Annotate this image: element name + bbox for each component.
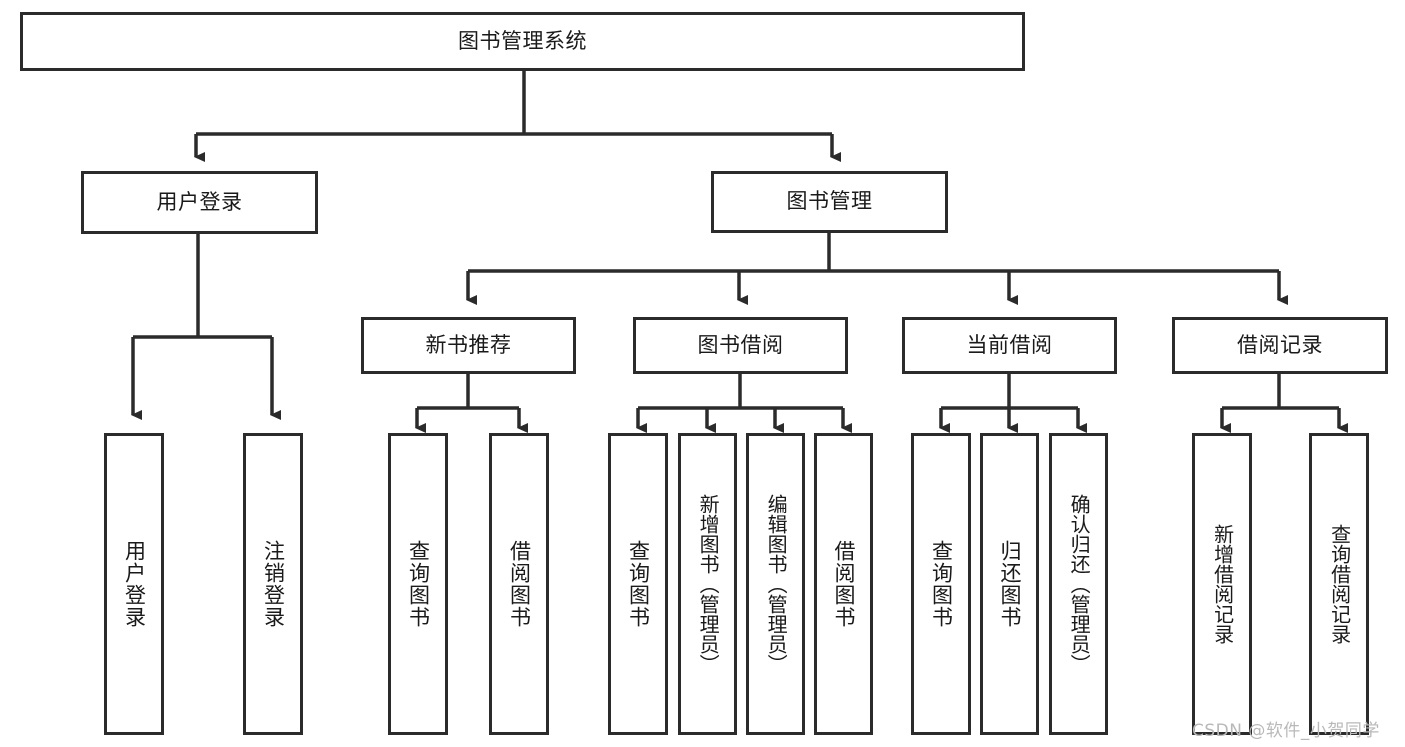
node-leaf-borrow-book-1[interactable]: 借阅图书 (489, 433, 549, 735)
node-leaf-confirm-return-label: 确认归还（管理员） (1067, 494, 1092, 674)
node-leaf-add-record[interactable]: 新增借阅记录 (1192, 433, 1252, 735)
node-leaf-user-logout-label: 注销登录 (261, 540, 286, 628)
node-current-borrow-label: 当前借阅 (966, 332, 1053, 357)
node-leaf-query-book-2[interactable]: 查询图书 (608, 433, 668, 735)
node-leaf-query-record[interactable]: 查询借阅记录 (1309, 433, 1369, 735)
node-root-label: 图书管理系统 (458, 28, 587, 53)
node-current-borrow[interactable]: 当前借阅 (902, 317, 1117, 374)
node-borrow-record[interactable]: 借阅记录 (1172, 317, 1388, 374)
node-user-login[interactable]: 用户登录 (81, 171, 318, 234)
node-leaf-borrow-book-2[interactable]: 借阅图书 (814, 433, 873, 735)
node-book-borrow[interactable]: 图书借阅 (633, 317, 848, 374)
node-leaf-query-record-label: 查询借阅记录 (1327, 524, 1352, 644)
node-root[interactable]: 图书管理系统 (20, 12, 1025, 71)
node-book-manage-label: 图书管理 (786, 189, 873, 214)
node-leaf-add-book-label: 新增图书（管理员） (696, 494, 721, 674)
node-new-book-recommend-label: 新书推荐 (425, 332, 512, 357)
node-leaf-query-book-3[interactable]: 查询图书 (911, 433, 971, 735)
node-leaf-borrow-book-1-label: 借阅图书 (507, 540, 532, 628)
node-borrow-record-label: 借阅记录 (1237, 332, 1323, 357)
csdn-watermark: CSDN @软件_小贺同学 (1192, 721, 1380, 741)
node-leaf-add-book[interactable]: 新增图书（管理员） (678, 433, 737, 735)
node-leaf-query-book-2-label: 查询图书 (626, 540, 651, 628)
node-leaf-query-book-3-label: 查询图书 (929, 540, 954, 628)
node-leaf-borrow-book-2-label: 借阅图书 (831, 540, 856, 628)
node-leaf-confirm-return[interactable]: 确认归还（管理员） (1049, 433, 1108, 735)
node-leaf-query-book-1-label: 查询图书 (406, 540, 431, 628)
node-leaf-user-logout[interactable]: 注销登录 (243, 433, 303, 735)
node-leaf-user-login[interactable]: 用户登录 (104, 433, 164, 735)
node-leaf-edit-book[interactable]: 编辑图书（管理员） (746, 433, 805, 735)
node-leaf-add-record-label: 新增借阅记录 (1210, 524, 1235, 644)
node-user-login-label: 用户登录 (156, 189, 243, 214)
node-leaf-edit-book-label: 编辑图书（管理员） (764, 494, 789, 674)
node-new-book-recommend[interactable]: 新书推荐 (361, 317, 576, 374)
node-leaf-query-book-1[interactable]: 查询图书 (388, 433, 448, 735)
node-leaf-user-login-label: 用户登录 (122, 540, 147, 628)
node-leaf-return-book[interactable]: 归还图书 (980, 433, 1039, 735)
node-leaf-return-book-label: 归还图书 (997, 540, 1022, 628)
node-book-manage[interactable]: 图书管理 (711, 171, 948, 233)
node-book-borrow-label: 图书借阅 (697, 332, 784, 357)
